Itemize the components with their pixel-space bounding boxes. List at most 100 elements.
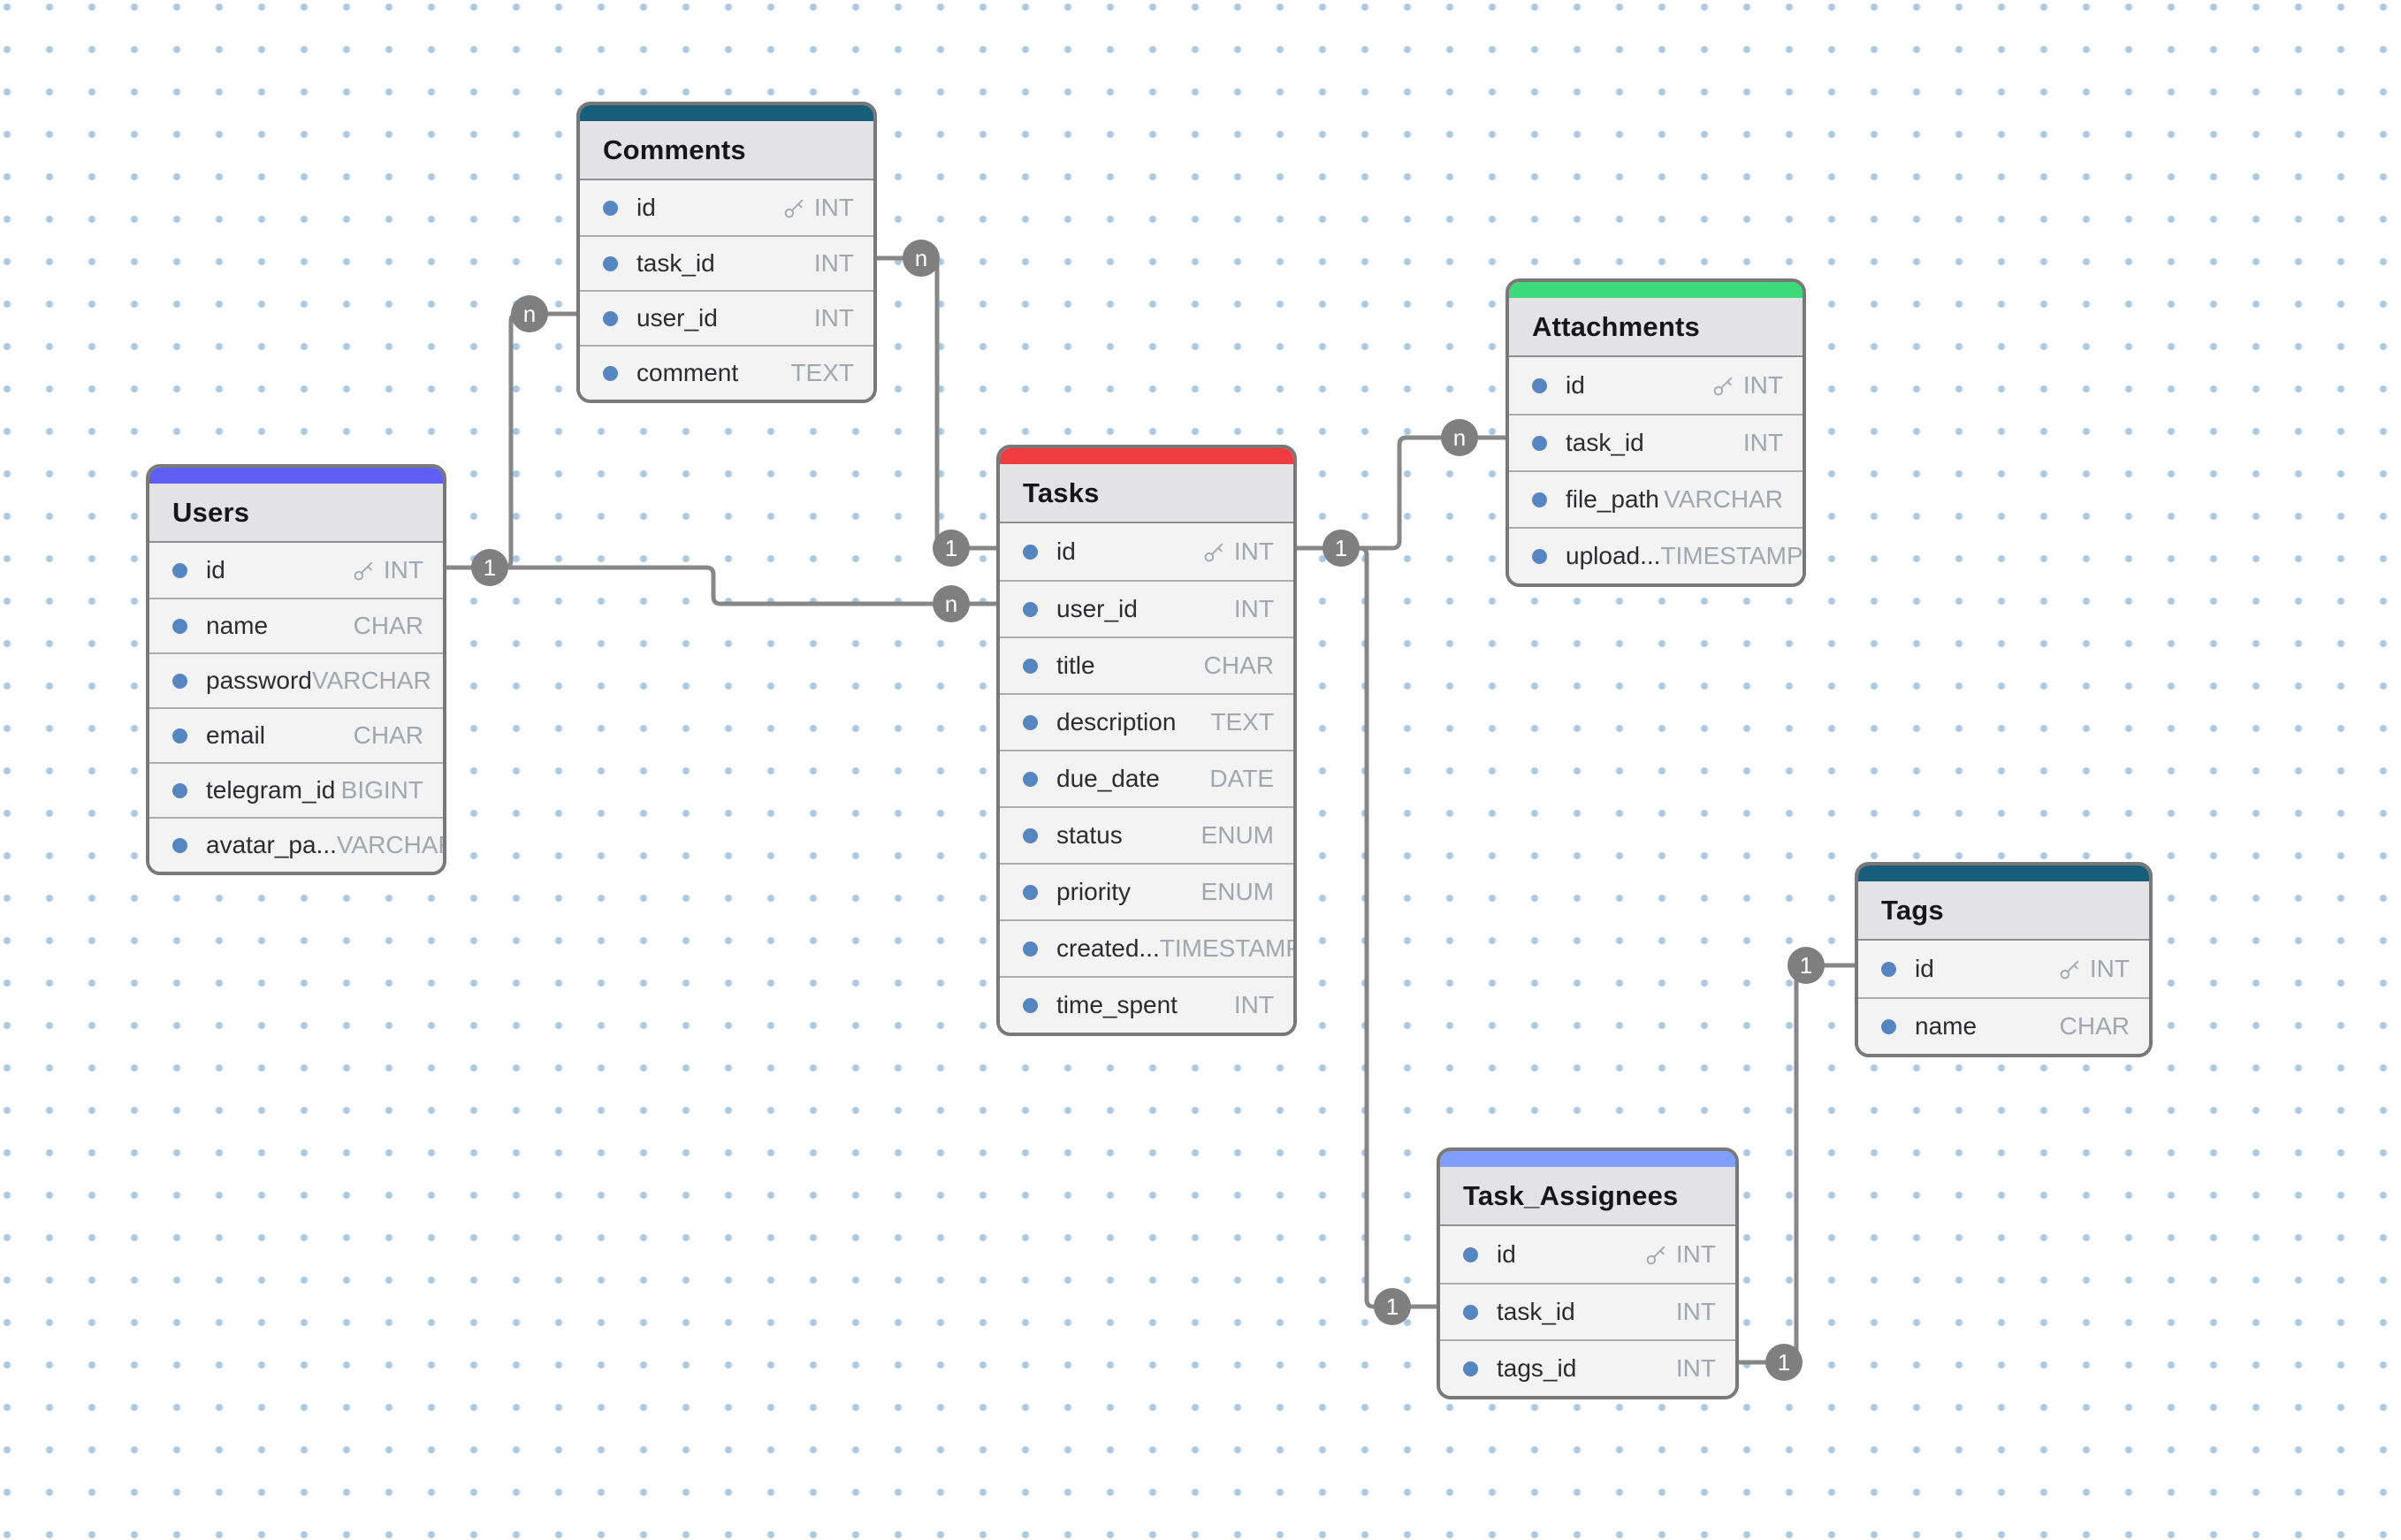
blue-dot-icon (1023, 658, 1038, 674)
blue-dot-icon (172, 782, 187, 798)
field-type: DATE (1209, 765, 1274, 792)
field-name: password (206, 667, 312, 694)
field-type: INT (1742, 429, 1783, 456)
cardinality-badge: 1 (1322, 530, 1360, 567)
blue-dot-icon (1023, 941, 1038, 957)
field-type: INT (813, 194, 854, 221)
field-name: comment (636, 359, 739, 386)
field-name: telegram_id (206, 776, 336, 804)
blue-dot-icon (1023, 884, 1038, 900)
blue-dot-icon (172, 728, 187, 743)
field-type: INT (383, 556, 423, 583)
field-type: BIGINT (340, 776, 423, 804)
field-row-comments-id[interactable]: id INT (580, 180, 873, 235)
field-name: id (636, 194, 656, 221)
relationship-line[interactable] (1739, 963, 1855, 1365)
table-title: Comments (580, 121, 873, 180)
field-type: INT (813, 249, 854, 277)
field-row-attachments-id[interactable]: id INT (1509, 357, 1803, 414)
field-name: id (1915, 955, 1934, 982)
table-accent-strip (1509, 282, 1803, 298)
field-row-tasks-user-id[interactable]: user_id INT (1000, 580, 1293, 637)
field-type: INT (1233, 595, 1274, 622)
field-type: VARCHAR (311, 667, 431, 694)
field-type: INT (1233, 537, 1274, 565)
field-name: file_path (1566, 485, 1659, 513)
relationship-line[interactable] (446, 311, 576, 570)
blue-dot-icon (1463, 1361, 1478, 1376)
field-type: CHAR (353, 612, 423, 639)
field-row-attachments-task-id[interactable]: task_id INT (1509, 414, 1803, 470)
blue-dot-icon (1532, 492, 1547, 507)
field-name: task_id (1566, 429, 1644, 456)
table-title: Users (149, 484, 443, 543)
cardinality-badge: 1 (1765, 1344, 1803, 1381)
relationship-line[interactable] (446, 565, 996, 606)
field-type: CHAR (2059, 1012, 2130, 1040)
field-name: avatar_pa... (206, 831, 337, 858)
blue-dot-icon (1023, 827, 1038, 843)
blue-dot-icon (1023, 714, 1038, 730)
key-icon (352, 559, 376, 583)
field-type: VARCHAR (336, 831, 446, 858)
cardinality-badge: n (933, 585, 970, 622)
cardinality-badge: 1 (1374, 1288, 1411, 1325)
field-name: id (1497, 1240, 1516, 1268)
blue-dot-icon (1532, 435, 1547, 451)
field-type: TIMESTAMP (1660, 542, 1803, 569)
field-name: user_id (1056, 595, 1138, 622)
field-name: name (1915, 1012, 1978, 1040)
field-type: INT (1233, 991, 1274, 1018)
field-name: email (206, 721, 265, 749)
field-type: TIMESTAMP (1159, 934, 1297, 962)
relationship-line[interactable] (1297, 435, 1505, 551)
relationship-line[interactable] (1297, 545, 1437, 1309)
field-type: ENUM (1200, 821, 1274, 849)
blue-dot-icon (1023, 771, 1038, 787)
field-name: upload... (1566, 542, 1661, 569)
field-name: tags_id (1497, 1354, 1577, 1382)
field-row-attachments-upload[interactable]: upload...TIMESTAMP (1509, 527, 1803, 583)
blue-dot-icon (1463, 1246, 1478, 1262)
cardinality-badge: 1 (471, 549, 508, 586)
field-name: id (1566, 371, 1585, 399)
field-row-tags-name[interactable]: name CHAR (1858, 997, 2149, 1054)
field-row-users-avatar-pa[interactable]: avatar_pa...VARCHAR (149, 817, 443, 872)
field-name: description (1056, 708, 1177, 736)
field-type: ENUM (1200, 878, 1274, 905)
field-row-tasks-created[interactable]: created...TIMESTAMP (1000, 919, 1293, 976)
field-type: INT (1742, 371, 1783, 399)
relationship-line[interactable] (877, 255, 996, 551)
table-title: Attachments (1509, 298, 1803, 357)
field-type: INT (1675, 1298, 1716, 1325)
cardinality-badge: n (903, 240, 940, 277)
cardinality-badge: 1 (1787, 947, 1825, 984)
